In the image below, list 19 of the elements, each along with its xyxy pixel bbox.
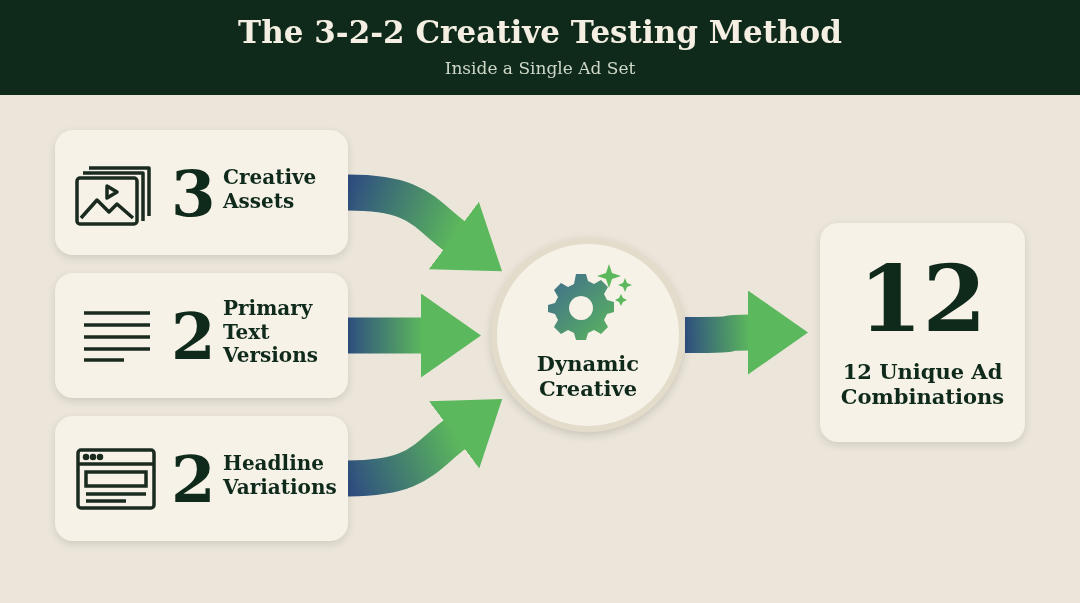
node-label: Creative Assets	[223, 166, 318, 214]
input-card	[55, 273, 348, 398]
arrow	[347, 397, 502, 497]
arrow	[348, 293, 481, 378]
node-label: 12 Unique Ad Combinations	[839, 360, 1006, 410]
title: The 3-2-2 Creative Testing Method	[237, 14, 843, 50]
big-number: 2	[171, 448, 216, 512]
big-number: 12	[857, 253, 988, 345]
input-card	[55, 416, 348, 541]
result-card	[820, 223, 1025, 442]
arrow	[347, 174, 502, 273]
arrow	[684, 290, 808, 375]
node-label: Headline Variations	[223, 452, 338, 500]
node-label: Dynamic Creative	[535, 352, 641, 402]
input-card	[55, 130, 348, 255]
node-label: Primary Text Versions	[223, 297, 319, 368]
big-number: 3	[171, 162, 216, 226]
big-number: 2	[171, 305, 216, 369]
subtitle: Inside a Single Ad Set	[443, 58, 637, 78]
